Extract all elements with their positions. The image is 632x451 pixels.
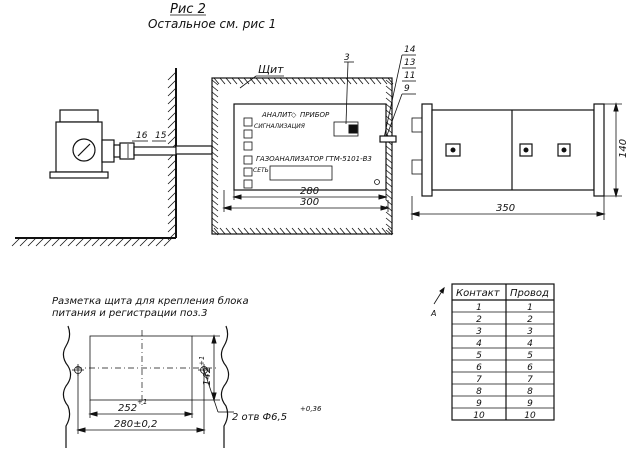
table-cell-wire: 2	[527, 315, 533, 325]
dim-350: 350	[496, 203, 515, 214]
dim-280: 280	[300, 186, 319, 197]
device-diamond: ◇	[291, 111, 297, 119]
table-cell-wire: 5	[527, 351, 533, 361]
dim-142: 142	[202, 367, 213, 386]
table-cell-contact: 5	[476, 351, 482, 361]
table-cell-wire: 10	[524, 411, 536, 421]
view-marker-a: А	[430, 309, 436, 318]
device-label-pribor: ПРИБОР	[300, 111, 330, 119]
table-header: Провод	[510, 288, 549, 299]
table-cell-wire: 9	[527, 399, 533, 409]
callout-13: 13	[404, 58, 416, 68]
table-cell-wire: 1	[527, 303, 533, 313]
table-cell-wire: 6	[527, 363, 533, 373]
device-label-power: СЕТЬ	[253, 167, 269, 174]
figure-title: Рис 2	[170, 2, 206, 17]
device-side-view	[411, 103, 605, 197]
table-cell-wire: 4	[527, 339, 533, 349]
table-cell-contact: 2	[476, 315, 482, 325]
dim-252-tol: +1	[137, 398, 147, 406]
device-front	[233, 103, 387, 191]
device-label-signal: СИГНАЛИЗАЦИЯ	[254, 123, 305, 130]
dim-280-tol: 280±0,2	[114, 419, 157, 430]
callout-11: 11	[404, 71, 415, 81]
table-cell-wire: 3	[527, 327, 533, 337]
figure-subtitle: Остальное см. рис 1	[148, 17, 276, 31]
panel-note-line1: Разметка щита для крепления блока	[52, 295, 249, 307]
table-cell-contact: 4	[476, 339, 482, 349]
callout-14: 14	[404, 45, 416, 55]
sensor-unit	[49, 109, 177, 179]
dim-140: 140	[618, 139, 629, 158]
holes-tol: +0,36	[300, 405, 322, 413]
callout-9: 9	[404, 84, 410, 94]
dim-142-tol: +1	[198, 356, 206, 366]
table-cell-contact: 3	[476, 327, 482, 337]
panel-label: Щит	[258, 63, 284, 76]
table-cell-contact: 1	[476, 303, 482, 313]
panel-note-line2: питания и регистрации поз.3	[52, 308, 207, 319]
table-cell-contact: 8	[476, 387, 482, 397]
callout-15: 15	[155, 131, 167, 141]
table-cell-contact: 10	[473, 411, 485, 421]
table-cell-wire: 7	[527, 375, 533, 385]
callout-16: 16	[136, 131, 148, 141]
dim-300: 300	[300, 197, 319, 208]
table-cell-contact: 6	[476, 363, 482, 373]
table-header: Контакт	[456, 288, 501, 299]
panel-marking	[62, 325, 230, 448]
dim-252: 252	[118, 403, 137, 414]
callout-3: 3	[344, 53, 350, 63]
table-cell-wire: 8	[527, 387, 533, 397]
table-cell-contact: 9	[476, 399, 482, 409]
device-label-name: ГАЗОАНАЛИЗАТОР ГТМ-5101-В3	[256, 155, 372, 163]
holes-label: 2 отв Ф6,5	[232, 412, 287, 423]
table-cell-contact: 7	[476, 375, 482, 385]
device-label-analit: АНАЛИТ	[261, 111, 292, 119]
contact-table: Контакт Провод 1 1 2 2 3 3 4 4 5 5 6 6 7 7 8 8 9 9 10 10	[451, 283, 555, 421]
